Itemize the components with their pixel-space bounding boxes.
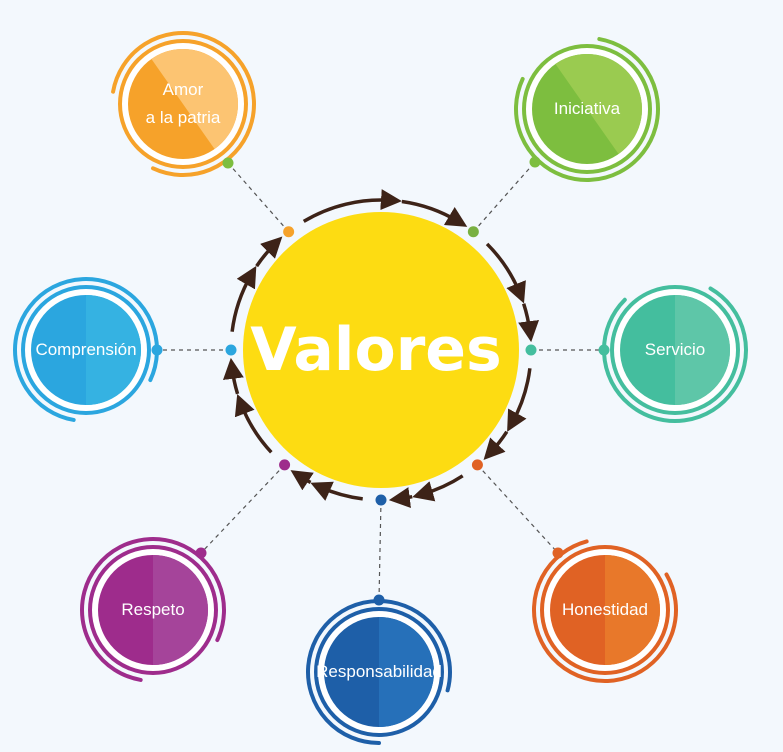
cycle-arrow [310,481,363,501]
node-dot-amor [222,157,234,169]
outer-arc-iniciativa [514,37,660,182]
cycle-arrow [485,242,526,304]
orbit-dot-comprensión [225,344,237,356]
node-label-iniciativa: Iniciativa [553,99,621,118]
center-circle [243,212,519,488]
node-dot-honestidad [552,547,564,559]
outer-arc-responsabilidad [306,599,452,745]
cycle-arrow [483,430,509,460]
dashed-connector [476,464,559,554]
orbit-dot-servicio [525,344,537,356]
node-highlight-comprensión [86,295,141,405]
node-label-servicio: Servicio [644,340,706,359]
orbit-dot-respeto [279,459,291,471]
center-title: Valores [250,315,502,385]
node-label-honestidad: Honestidad [561,600,649,619]
node-highlight-responsabilidad [379,617,434,727]
orbit-dot-iniciativa [467,226,479,238]
cycle-arrow [507,368,532,432]
orbit-dot-responsabilidad [375,494,387,506]
cycle-arrow [302,189,402,223]
node-dot-responsabilidad [373,594,385,606]
orbit-dot-amor [283,226,295,238]
dashed-connector [472,161,536,233]
cycle-arrow [518,303,540,343]
cycle-arrow [222,357,244,395]
node-dot-comprensión [151,344,163,356]
outer-arc-amor [111,31,256,177]
node-highlight-honestidad [605,555,660,665]
dashed-connector [200,464,286,554]
node-highlight-amor [151,48,239,150]
node-label-respeto: Respeto [121,600,185,619]
node-dot-servicio [598,344,610,356]
outer-arc-respeto [80,537,226,682]
node-label-responsabilidad: Responsabilidad [316,662,442,681]
dashed-connector [227,162,290,233]
outer-arc-comprensión [13,277,159,422]
node-highlight-servicio [675,295,730,405]
orbit-dot-honestidad [471,459,483,471]
cycle-arrow [255,236,283,268]
node-label-comprensión: Comprensión [35,340,137,359]
outer-arc-honestidad [532,539,678,683]
cycle-arrow [412,474,464,502]
node-dot-respeto [195,547,207,559]
node-highlight-respeto [153,555,208,665]
cycle-arrow [234,393,273,454]
cycle-arrow [388,487,413,509]
cycle-arrow [401,199,468,227]
node-highlight-iniciativa [555,53,643,155]
cycle-arrow [230,265,257,332]
dashed-connector [378,499,382,601]
cycle-arrow [290,470,314,491]
node-dot-iniciativa [529,156,541,168]
